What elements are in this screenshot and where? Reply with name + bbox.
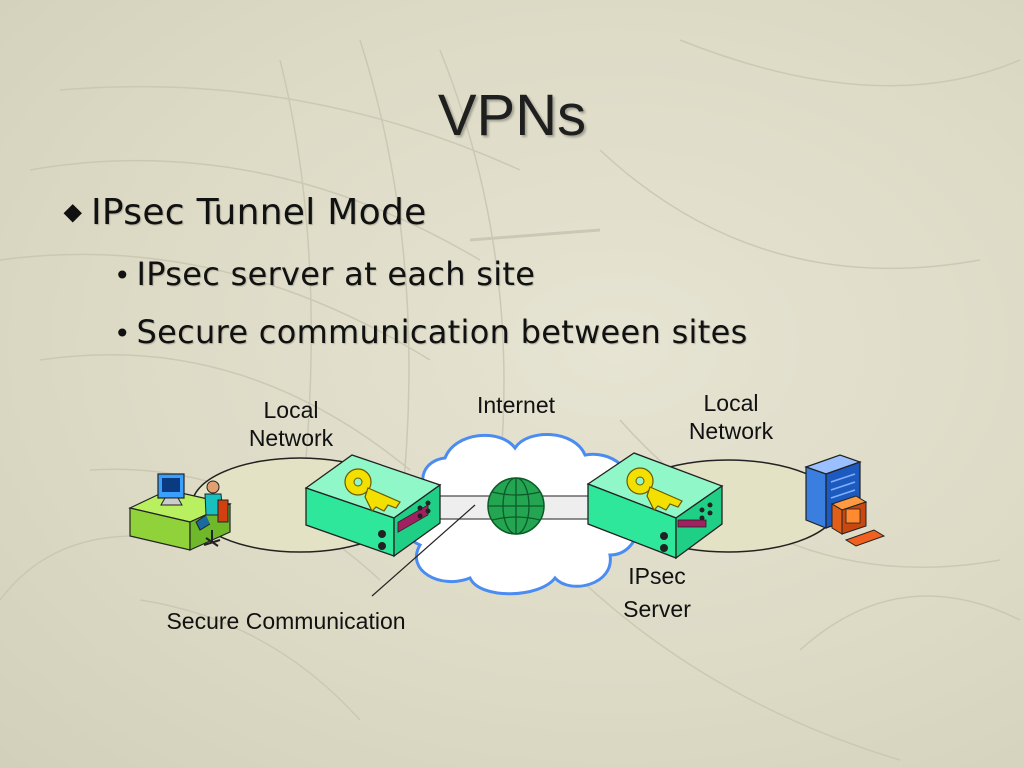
callout-line — [371, 504, 476, 597]
internet-label: Internet — [477, 392, 556, 418]
dot-bullet-icon: • — [114, 317, 131, 350]
left-ipsec-server-icon — [304, 454, 442, 558]
right-network-label-line2: Network — [689, 418, 774, 444]
left-network-label-line2: Network — [249, 425, 334, 451]
bullet-level1-text: IPsec Tunnel Mode — [91, 192, 427, 233]
key-icon — [344, 468, 401, 513]
bullet-level1: IPsec Tunnel Mode — [62, 192, 427, 233]
key-icon — [626, 467, 683, 512]
globe-icon — [487, 477, 545, 535]
server-computer-icon — [804, 454, 886, 547]
right-network-label-line1: Local — [704, 390, 759, 416]
right-ipsec-server-icon — [586, 452, 724, 560]
bullet-level2-item: • Secure communication between sites — [114, 313, 748, 351]
left-network-label-line1: Local — [264, 397, 319, 423]
bullet-level2-text: IPsec server at each site — [136, 255, 536, 293]
dot-bullet-icon: • — [114, 259, 131, 292]
ipsec-server-label-line2: Server — [623, 596, 691, 622]
bullet-level2-item: • IPsec server at each site — [114, 255, 535, 293]
workstation-user-icon — [128, 473, 232, 551]
slide-title: VPNs — [437, 83, 587, 148]
secure-communication-label: Secure Communication — [166, 608, 405, 634]
bullet-level2-text: Secure communication between sites — [136, 313, 748, 351]
ipsec-server-label-line1: IPsec — [628, 563, 686, 589]
